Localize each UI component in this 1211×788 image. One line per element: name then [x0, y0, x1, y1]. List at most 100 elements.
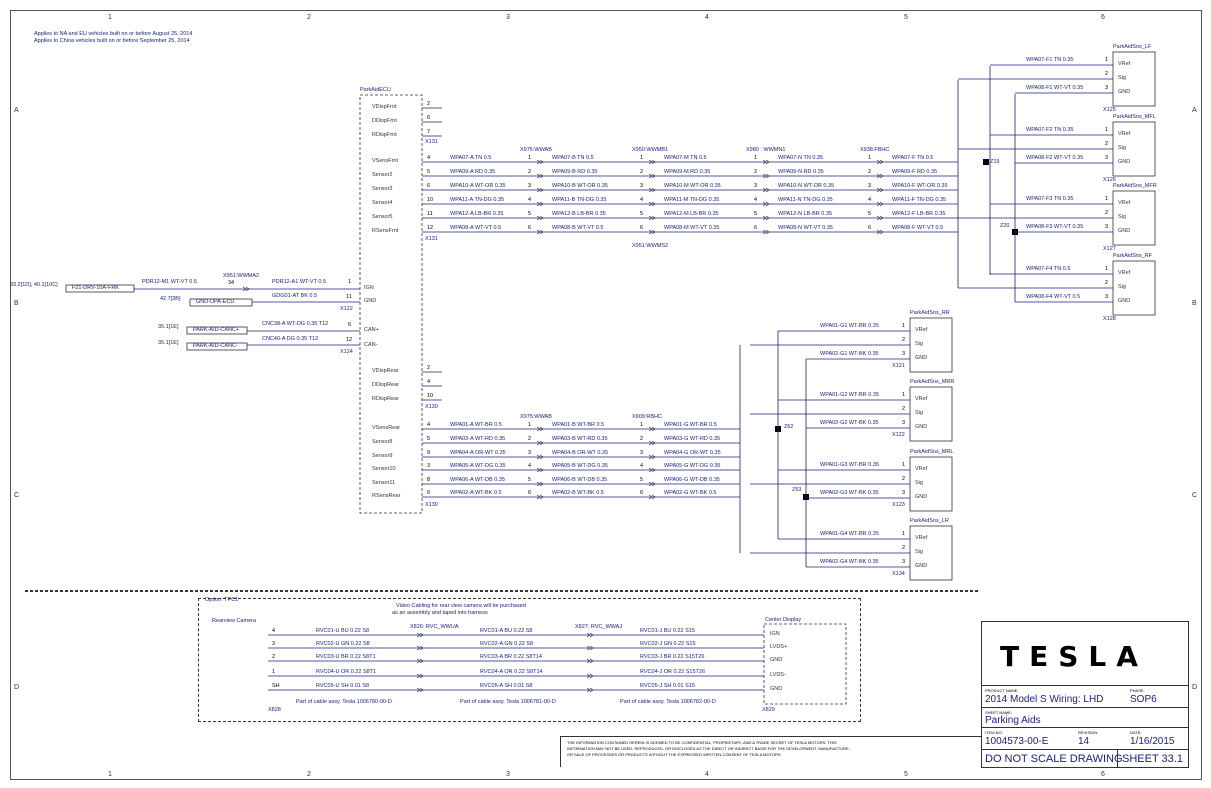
wire-label: RVC01-J BU 0.22 S15: [640, 628, 695, 634]
wire-label: WPA05-A WT-DG 0.35: [450, 463, 506, 469]
ecu-pin-label: CAN+: [364, 327, 379, 333]
sensor-connector: X121: [892, 363, 905, 369]
pin-number: 2: [868, 169, 872, 175]
splice-label: Z19: [990, 159, 1000, 165]
pin-number: 4: [868, 197, 872, 203]
wire-label: WPA05-G WT-DG 0.35: [664, 463, 721, 469]
pin-number: 2: [528, 169, 532, 175]
camera-label: Rearview Camera: [212, 618, 257, 624]
connector-chevron: [648, 494, 656, 500]
wire-label: WPA07-F2 TN 0.35: [1026, 127, 1074, 133]
sensor-pin: GND: [1118, 298, 1131, 304]
pin-number: 1: [528, 422, 532, 428]
pin-number: 4: [528, 463, 532, 469]
wire-label: RVC02-J GN 0.22 S15: [640, 641, 696, 647]
tb-divider: [982, 749, 1188, 750]
connector-chevron: [536, 440, 544, 446]
ecu-connector: X131: [425, 139, 438, 145]
sensor-pin: Sig: [915, 480, 923, 486]
tb-divider: [982, 727, 1188, 728]
ecu-pin-number: 7: [427, 129, 431, 135]
wire-label: WPA08-F1 WT-VT 0.35: [1026, 85, 1084, 91]
display-pin: LVDS+: [770, 644, 788, 650]
cable-assy-note: Part of cable assy. Tesla 1006781-00-D: [460, 699, 556, 705]
sensor-pin: Sig: [1118, 145, 1126, 151]
wire-label: WPA10-B WT-OR 0.35: [552, 183, 608, 189]
column-label: 2: [307, 14, 311, 21]
wire-label: WPA07-F TN 0.5: [892, 155, 934, 161]
pin-number: 6: [528, 490, 532, 496]
wire-label: RVC01-U BU 0.22 S8: [316, 628, 370, 634]
wire-label: WPA02-G2 WT-BK 0.35: [820, 420, 879, 426]
notice-line-2: INFORMATION MAY NOT BE USED, REPRODUCED,…: [567, 746, 850, 751]
splice-label: Z20: [1000, 223, 1010, 229]
wire-label: WPA06-G WT-DB 0.35: [664, 477, 720, 483]
pin-number: 4: [640, 197, 644, 203]
connector-chevron: [416, 645, 424, 651]
connector-chevron: [536, 201, 544, 207]
pin-number: 6: [868, 225, 872, 231]
wire-label: RVC02-A GN 0.22 S8: [480, 641, 534, 647]
inline-connector-name: X909:RBHC: [632, 414, 662, 420]
sensor-pin-number: 1: [1105, 266, 1109, 272]
ecu-connector: X130: [425, 502, 438, 508]
connector-chevron: [536, 159, 544, 165]
connector-chevron: [586, 687, 594, 693]
wire-label: WPA08-F4 WT-VT 0.5: [1026, 294, 1081, 300]
connector-chevron: [416, 673, 424, 679]
sensor-pin: GND: [915, 355, 928, 361]
sensor-connector: X123: [892, 502, 905, 508]
can-tag-label: PARK-AID-CANC-: [193, 343, 238, 349]
wire-label: WPA09-B RD 0.35: [552, 169, 598, 175]
sensor-pin-number: 3: [1105, 85, 1109, 91]
sensor-pin-number: 1: [902, 531, 906, 537]
item-number: 1004573-00-E: [985, 736, 1049, 747]
ecu-pin-number: 5: [427, 436, 431, 442]
sensor-pin-number: 3: [1105, 155, 1109, 161]
sensor-pin-number: 3: [1105, 224, 1109, 230]
ecu-pin-label: VDispFrnt: [372, 104, 397, 110]
ecu-pin-number: 4: [427, 422, 431, 428]
do-not-scale: DO NOT SCALE DRAWING: [985, 753, 1123, 765]
ecu-connector: X122: [340, 306, 353, 312]
ecu-pin-number: 6: [348, 322, 352, 328]
sensor-pin: VRef: [915, 535, 928, 541]
wire-label: WPA08-F2 WT-VT 0.35: [1026, 155, 1084, 161]
splice-z19: [983, 159, 989, 165]
sensor-connector: X128: [1103, 316, 1116, 322]
wire-label: WPA12-A LB-BR 0.35: [450, 211, 504, 217]
connector-chevron: [648, 201, 656, 207]
inline-connector-name: X951:WWMA2: [223, 273, 260, 279]
wire-label: WPA09-A RD 0.35: [450, 169, 496, 175]
sensor-name: ParkAidSns_MFR: [1113, 183, 1157, 189]
sensor-connector: X122: [892, 432, 905, 438]
ecu-connector: X124: [340, 349, 353, 355]
connector-chevron: [648, 467, 656, 473]
column-label: 3: [506, 771, 510, 778]
sensor-pin-number: 1: [1105, 127, 1109, 133]
connector-chevron: [648, 454, 656, 460]
sensor-connector: X127: [1103, 246, 1116, 252]
tb-divider-v: [1117, 749, 1118, 767]
ecu-pin-label: Sensor5: [372, 214, 393, 220]
connector-chevron: [586, 658, 594, 664]
phase-label: PHASE:: [1130, 688, 1145, 693]
connector-chevron: [536, 467, 544, 473]
pin-number: 1: [640, 155, 644, 161]
sensor-name: ParkAidSns_LF: [1113, 44, 1152, 50]
ecu-pin-number: 11: [427, 211, 433, 217]
wire-label: WPA08-B WT-VT 0.5: [552, 225, 604, 231]
ecu-pin-label: RDispFrnt: [372, 132, 397, 138]
sensor-pin: VRef: [1118, 200, 1131, 206]
wire-label: WPA01-G1 WT-BR 0.35: [820, 323, 879, 329]
row-label: D: [1192, 684, 1198, 691]
ecu-pin-number: 12: [346, 337, 353, 343]
drawing-frame: [10, 10, 1202, 780]
pin-number: 1: [868, 155, 872, 161]
ecu-pin-number: 2: [427, 365, 431, 371]
column-label: 3: [506, 14, 510, 21]
sensor-pin-number: 2: [902, 337, 906, 343]
sensor-pin-number: 2: [902, 545, 906, 551]
notice-box: [560, 736, 982, 767]
sensor-connector: X125: [1103, 107, 1116, 113]
